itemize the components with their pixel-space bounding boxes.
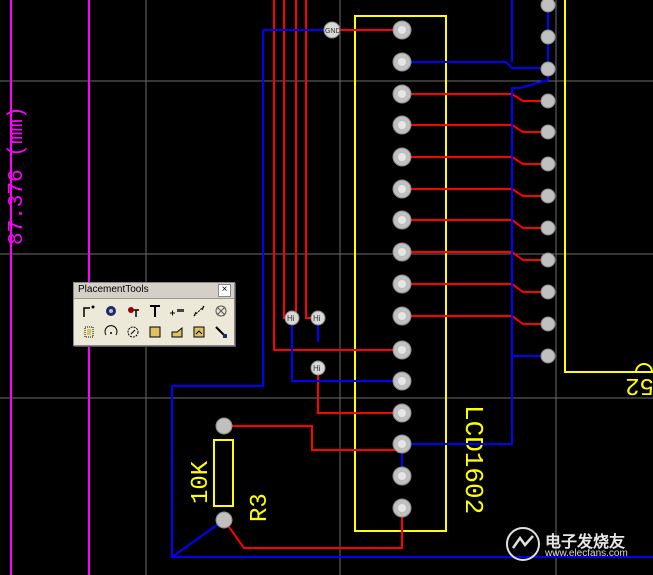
- lcd-outline: [354, 15, 447, 532]
- via-label-1: Hi: [287, 314, 295, 323]
- place-text-icon[interactable]: [145, 301, 164, 320]
- place-track-icon[interactable]: [79, 301, 98, 320]
- silkscreen: [213, 0, 653, 532]
- place-probe-icon[interactable]: [211, 322, 230, 341]
- connector-notch: [635, 363, 653, 373]
- place-pad-icon[interactable]: [123, 301, 142, 320]
- lcd-pad-holes: [398, 26, 406, 512]
- toolbar-title: PlacementTools: [78, 284, 149, 295]
- place-coordinate-icon[interactable]: [167, 301, 186, 320]
- placement-tools-toolbar[interactable]: PlacementTools ×: [73, 282, 235, 346]
- arc-edge-icon[interactable]: [123, 322, 142, 341]
- resistor-designator: R3: [247, 493, 274, 522]
- resistor-pads[interactable]: [215, 417, 233, 529]
- dimension-label: 87.376 (mm): [6, 106, 29, 245]
- place-room-icon[interactable]: [189, 322, 208, 341]
- via-label-3: Hi: [313, 364, 321, 373]
- resistor-value: 10K: [188, 460, 215, 504]
- toolbar-row-2: [79, 322, 230, 341]
- top-layer-tracks: [223, 0, 548, 549]
- place-fill-icon[interactable]: [145, 322, 164, 341]
- connector-designator: 52: [625, 371, 653, 398]
- toolbar-row-1: [79, 301, 230, 320]
- close-icon[interactable]: ×: [218, 284, 231, 297]
- watermark: 电子发烧友 www.elecfans.com: [503, 522, 651, 568]
- vias[interactable]: [284, 21, 341, 376]
- watermark-title: 电子发烧友: [545, 532, 626, 551]
- watermark-logo-icon: [506, 527, 540, 561]
- place-component-icon[interactable]: [79, 322, 98, 341]
- via-net-gnd: GND: [325, 28, 341, 35]
- place-fill-region-icon[interactable]: [211, 301, 230, 320]
- bottom-layer-tracks: [171, 0, 653, 558]
- place-via-icon[interactable]: [101, 301, 120, 320]
- resistor-outline: [213, 439, 234, 507]
- toolbar-titlebar[interactable]: PlacementTools ×: [74, 283, 234, 299]
- connector-pads[interactable]: [540, 0, 556, 364]
- watermark-url: www.elecfans.com: [545, 548, 628, 559]
- place-polygon-icon[interactable]: [167, 322, 186, 341]
- lcd-designator: LCD1602: [458, 405, 488, 514]
- via-label-2: Hi: [313, 314, 321, 323]
- arc-center-icon[interactable]: [101, 322, 120, 341]
- place-dimension-icon[interactable]: [189, 301, 208, 320]
- connector-outline: [564, 0, 653, 373]
